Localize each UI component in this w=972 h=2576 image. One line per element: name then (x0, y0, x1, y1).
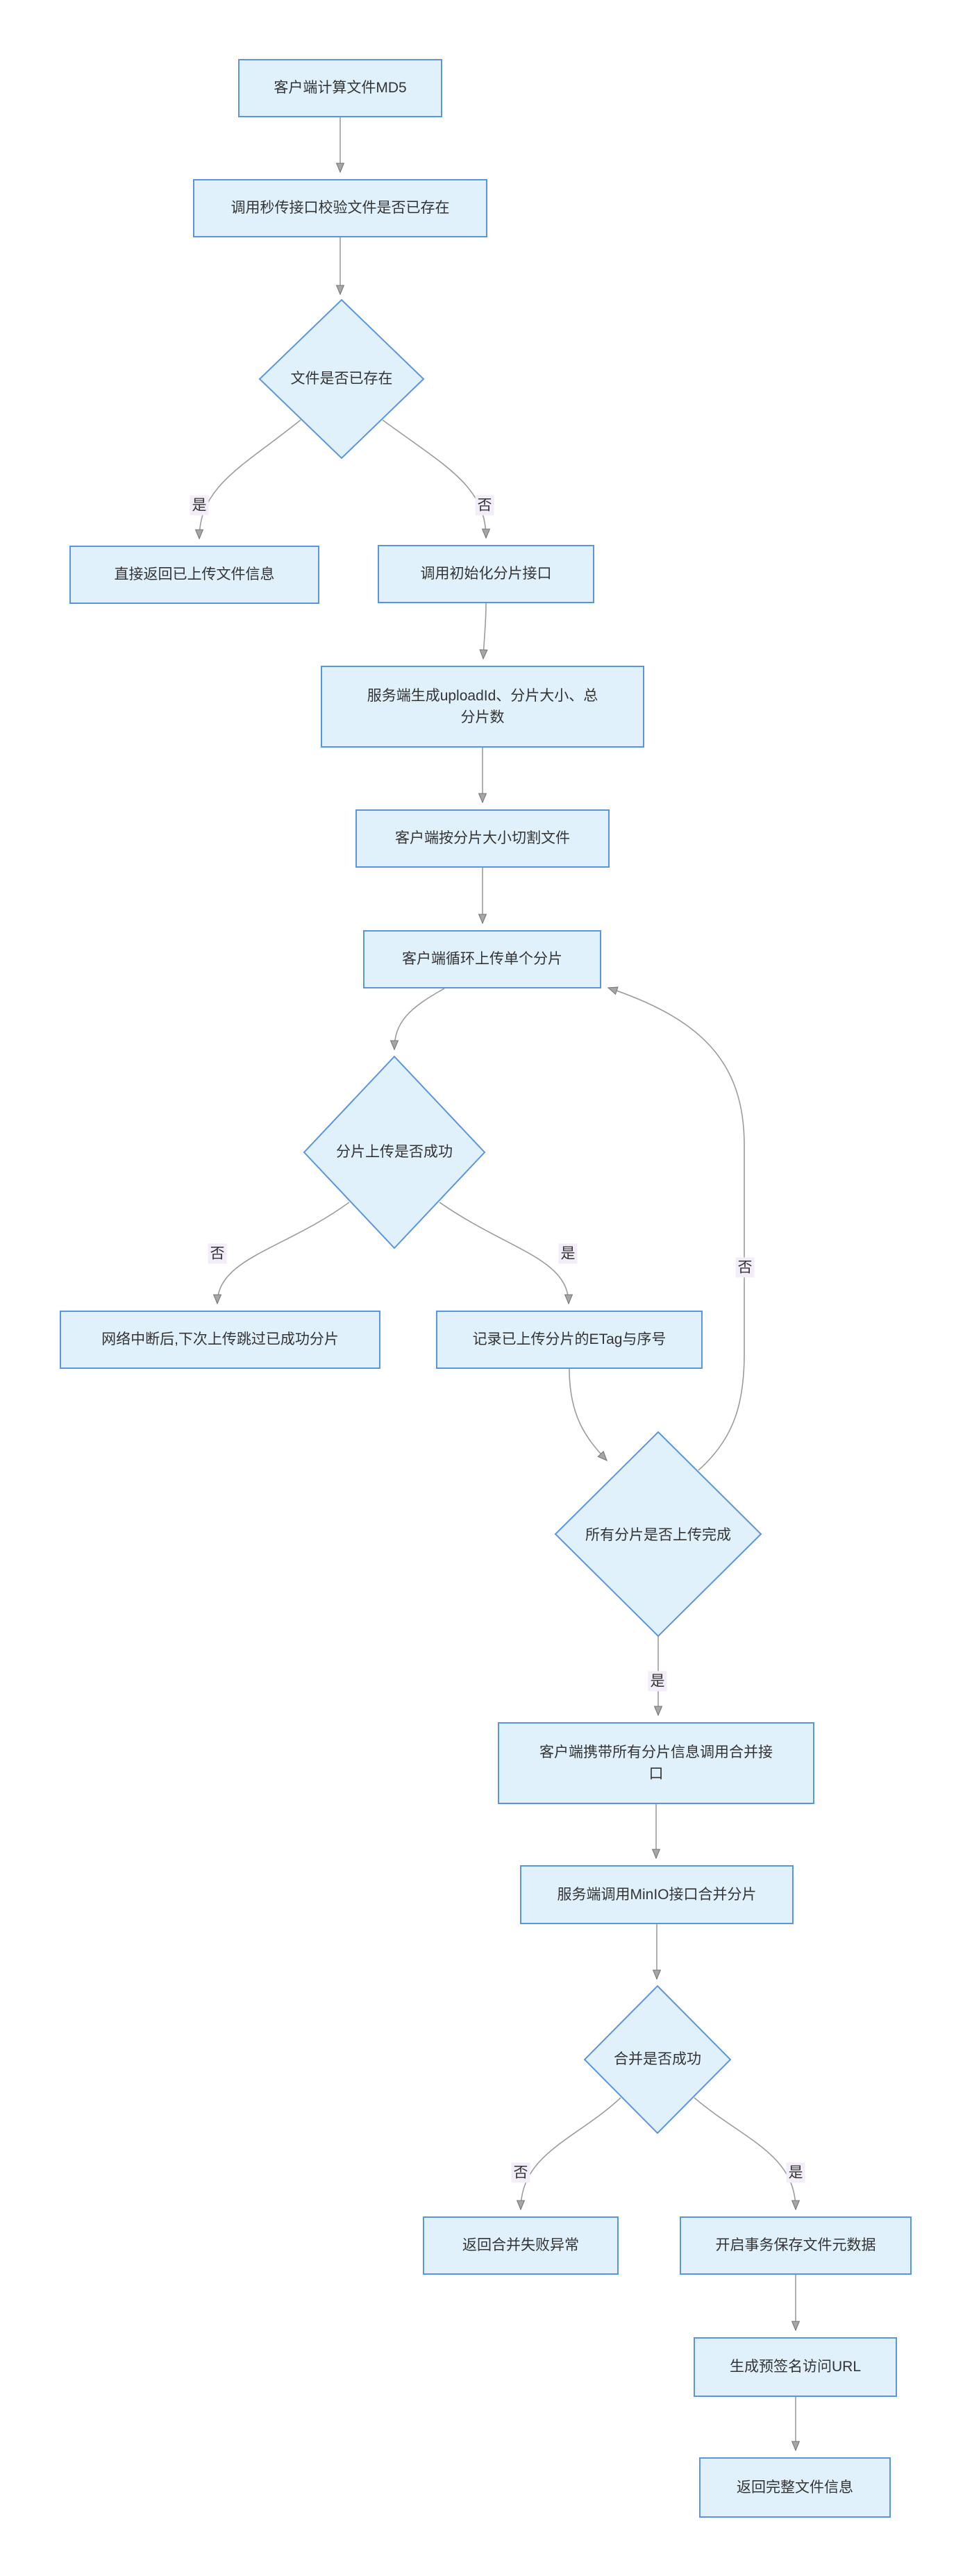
edge-chunk-ok-no (217, 1202, 350, 1304)
node-client-loop-upload: 客户端循环上传单个分片 (363, 930, 601, 988)
node-return-full-info: 返回完整文件信息 (699, 2457, 891, 2518)
node-instant-upload-check: 调用秒传接口校验文件是否已存在 (193, 179, 487, 237)
decision-file-exists-label: 文件是否已存在 (290, 371, 393, 387)
edge-file-exists-yes (199, 419, 301, 539)
node-init-chunk-api: 调用初始化分片接口 (378, 545, 594, 603)
decision-chunk-success-shape (303, 1055, 486, 1249)
node-network-retry-skip: 网络中断后,下次上传跳过已成功分片 (60, 1311, 380, 1369)
node-call-merge-api: 客户端携带所有分片信息调用合并接 口 (498, 1722, 814, 1804)
edge-loop-upload-to-chunk-ok (394, 988, 445, 1050)
edge-label-chunk-ok-yes: 是 (558, 1243, 578, 1264)
node-gen-presigned-url: 生成预签名访问URL (694, 2337, 897, 2397)
node-return-uploaded-info: 直接返回已上传文件信息 (69, 546, 319, 604)
decision-chunk-success-label: 分片上传是否成功 (336, 1144, 453, 1161)
decision-all-chunks-done-shape (554, 1431, 762, 1638)
node-minio-merge: 服务端调用MinIO接口合并分片 (520, 1865, 794, 1924)
decision-merge-success-label: 合并是否成功 (614, 2051, 701, 2068)
edge-chunk-ok-yes (439, 1202, 569, 1304)
node-client-split-file: 客户端按分片大小切割文件 (355, 809, 610, 868)
edge-file-exists-no (382, 419, 486, 538)
node-save-metadata-tx: 开启事务保存文件元数据 (680, 2216, 912, 2275)
node-compute-md5: 客户端计算文件MD5 (238, 59, 442, 117)
node-return-merge-error: 返回合并失败异常 (423, 2216, 619, 2275)
edge-init-to-uploadid (483, 603, 486, 659)
decision-merge-success-shape (583, 1985, 732, 2135)
edge-label-file-exists-no: 否 (475, 495, 494, 516)
node-server-gen-uploadid: 服务端生成uploadId、分片大小、总 分片数 (321, 666, 644, 748)
edge-all-done-no-loop (608, 988, 745, 1471)
edge-merge-ok-no (521, 2097, 621, 2209)
edge-merge-ok-yes (694, 2097, 796, 2209)
edge-label-file-exists-yes: 是 (190, 495, 209, 516)
node-record-etag: 记录已上传分片的ETag与序号 (436, 1311, 703, 1369)
edge-etag-to-all-done (569, 1368, 607, 1460)
edge-label-chunk-ok-no: 否 (208, 1243, 227, 1264)
decision-file-exists-shape (258, 298, 425, 460)
decision-all-chunks-done-label: 所有分片是否上传完成 (585, 1527, 731, 1544)
edge-label-all-done-yes: 是 (648, 1671, 667, 1692)
edge-label-merge-ok-no: 否 (511, 2162, 530, 2183)
edge-label-all-done-no: 否 (735, 1257, 755, 1278)
edge-label-merge-ok-yes: 是 (786, 2162, 805, 2183)
